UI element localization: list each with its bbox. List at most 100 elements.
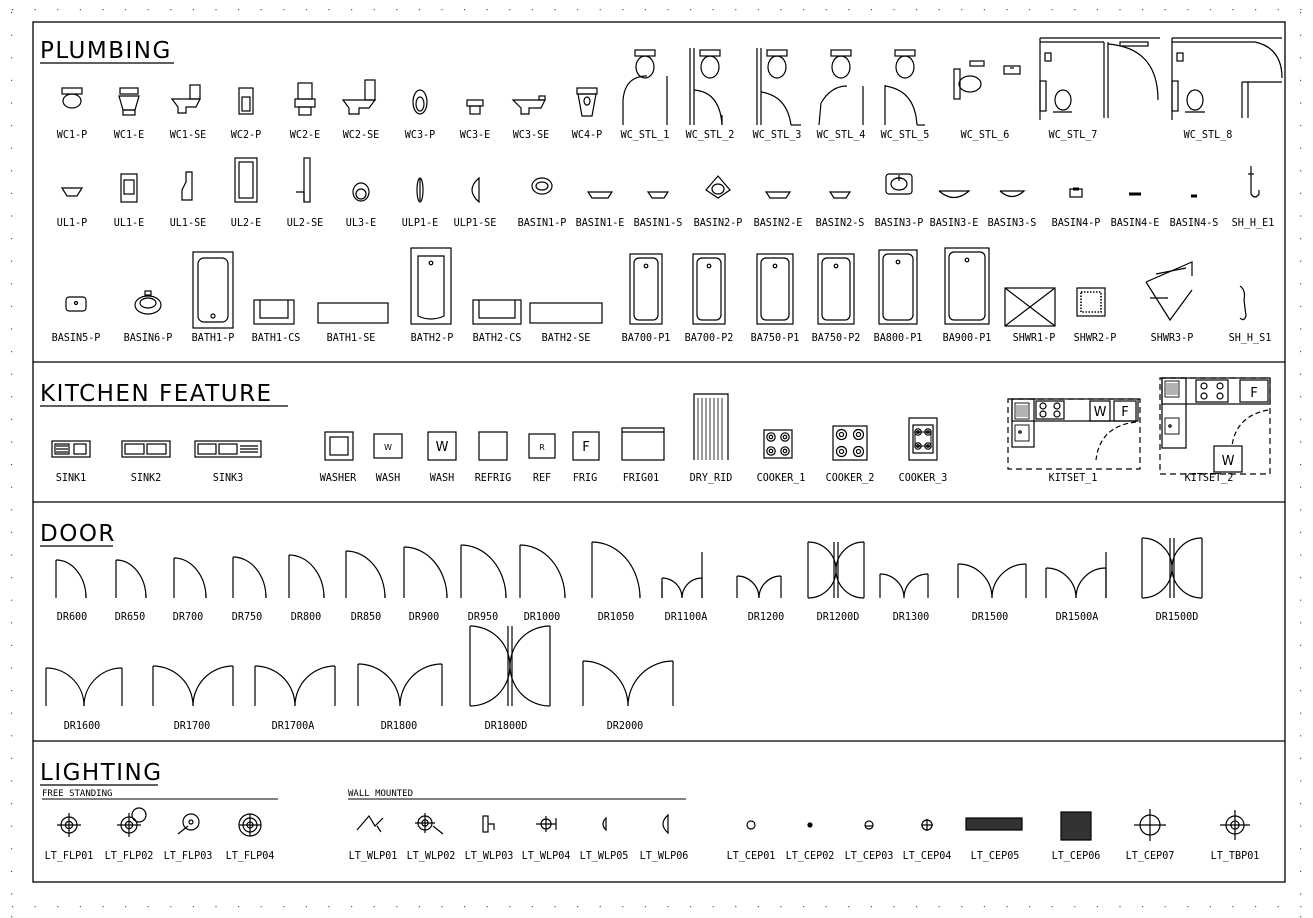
wc-stl-5-symbol [884,49,925,126]
label-basin5-p-0: BASIN5-P [52,332,101,344]
label-lt-flp02-1: LT_FLP02 [105,850,154,862]
label-basin1-e-9: BASIN1-E [576,217,625,229]
dr1100a-symbol [661,552,703,599]
wc-stl-6-symbol [953,60,1021,100]
label-cooker-2-12: COOKER_2 [826,472,875,484]
label-basin3-p-14: BASIN3-P [875,217,924,229]
section-title-kitchen: KITCHEN FEATURE [40,381,273,407]
label-wash-4: WASH [376,472,400,484]
label-kitset-1-14: KITSET_1 [1049,472,1098,484]
ref-symbol: R [528,433,556,459]
label-basin3-s-16: BASIN3-S [988,217,1037,229]
label-basin4-p-17: BASIN4-P [1052,217,1101,229]
basin2-s-symbol [828,191,852,199]
label-dr900-6: DR900 [409,611,440,623]
label-sink1-0: SINK1 [56,472,87,484]
dr1600-symbol [45,667,123,707]
ba750-p2-symbol [817,253,855,325]
dr1800d-symbol [469,625,551,707]
dr900-symbol [403,546,448,599]
wc-stl-8-symbol [1171,37,1283,120]
lt-wlp05-symbol [602,816,607,832]
label-ba750-p1-10: BA750-P1 [751,332,800,344]
label-bath2-se-7: BATH2-SE [542,332,591,344]
basin2-p-symbol [705,175,731,199]
lt-cep04-symbol [921,819,933,831]
label-dr650-1: DR650 [115,611,146,623]
label-cooker-1-11: COOKER_1 [757,472,806,484]
dr650-symbol [115,559,147,599]
label-wc-stl-1-10: WC_STL_1 [621,129,670,141]
label-lt-flp03-2: LT_FLP03 [164,850,213,862]
label-dr1600-0: DR1600 [64,720,101,732]
cooker-3-symbol [908,417,938,461]
section-title-lighting: LIGHTING [40,760,163,786]
wc4-p-symbol [576,87,598,117]
svg-text:W: W [384,443,392,452]
label-frig-8: FRIG [573,472,597,484]
label-dr1700-1: DR1700 [174,720,211,732]
wc2-se-symbol [341,79,377,115]
ulp1-e-symbol [416,177,424,203]
label-dr1200d-12: DR1200D [817,611,860,623]
basin4-p-symbol [1069,187,1083,198]
lt-wlp06-symbol [662,813,669,835]
label-wc-stl-2-11: WC_STL_2 [686,129,735,141]
wc1-p-symbol [61,87,83,109]
lt-wlp02-symbol [415,813,444,835]
label-ba700-p2-9: BA700-P2 [685,332,734,344]
basin1-s-symbol [646,191,670,199]
basin1-e-symbol [586,191,614,199]
label-dr1100a-10: DR1100A [665,611,708,623]
bath2-cs-symbol [472,299,522,325]
svg-text:F: F [1250,386,1257,401]
label-basin2-s-13: BASIN2-S [816,217,865,229]
ul2-e-symbol [234,157,258,203]
label-dry-rid-10: DRY_RID [690,472,733,484]
bath1-p-symbol [192,251,234,329]
label-basin2-e-12: BASIN2-E [754,217,803,229]
label-lt-wlp02-5: LT_WLP02 [407,850,456,862]
dr1700a-symbol [254,665,336,707]
label-basin3-e-15: BASIN3-E [930,217,979,229]
label-ba800-p1-12: BA800-P1 [874,332,923,344]
label-dr800-4: DR800 [291,611,322,623]
label-dr1700a-2: DR1700A [272,720,315,732]
label-wc1-se-2: WC1-SE [170,129,207,141]
dr950-symbol [460,544,507,599]
label-dr1200-11: DR1200 [748,611,785,623]
label-lt-cep01-10: LT_CEP01 [727,850,776,862]
wash-small-symbol: W [373,433,403,459]
wc-stl-3-symbol [756,48,801,126]
sh-h-s1-symbol [1239,285,1247,321]
label-lt-cep02-11: LT_CEP02 [786,850,835,862]
label-bath1-p-2: BATH1-P [192,332,235,344]
wc2-p-symbol [238,87,254,115]
label-ulp1-se-7: ULP1-SE [454,217,497,229]
sink1-symbol [51,440,91,458]
subheading-free-standing: FREE STANDING [42,789,112,799]
dr1000-symbol [519,544,566,599]
label-lt-wlp04-7: LT_WLP04 [522,850,571,862]
lt-wlp01-symbol [356,814,384,833]
basin5-p-symbol [65,296,87,312]
dr1200-symbol [736,575,782,599]
label-refrig-6: REFRIG [475,472,512,484]
svg-text:W: W [436,440,449,455]
label-wc4-p-9: WC4-P [572,129,603,141]
label-lt-wlp01-4: LT_WLP01 [349,850,398,862]
lt-cep03-symbol [864,820,874,830]
basin2-e-symbol [764,191,792,199]
bath1-se-symbol [317,302,389,324]
label-lt-wlp03-6: LT_WLP03 [465,850,514,862]
sink3-symbol [194,440,262,458]
grid-dots [11,9,1302,918]
dr1800-symbol [357,663,443,707]
label-wc2-p-3: WC2-P [231,129,262,141]
wc-stl-2-symbol [689,48,723,126]
lt-flp03-symbol [177,813,200,835]
